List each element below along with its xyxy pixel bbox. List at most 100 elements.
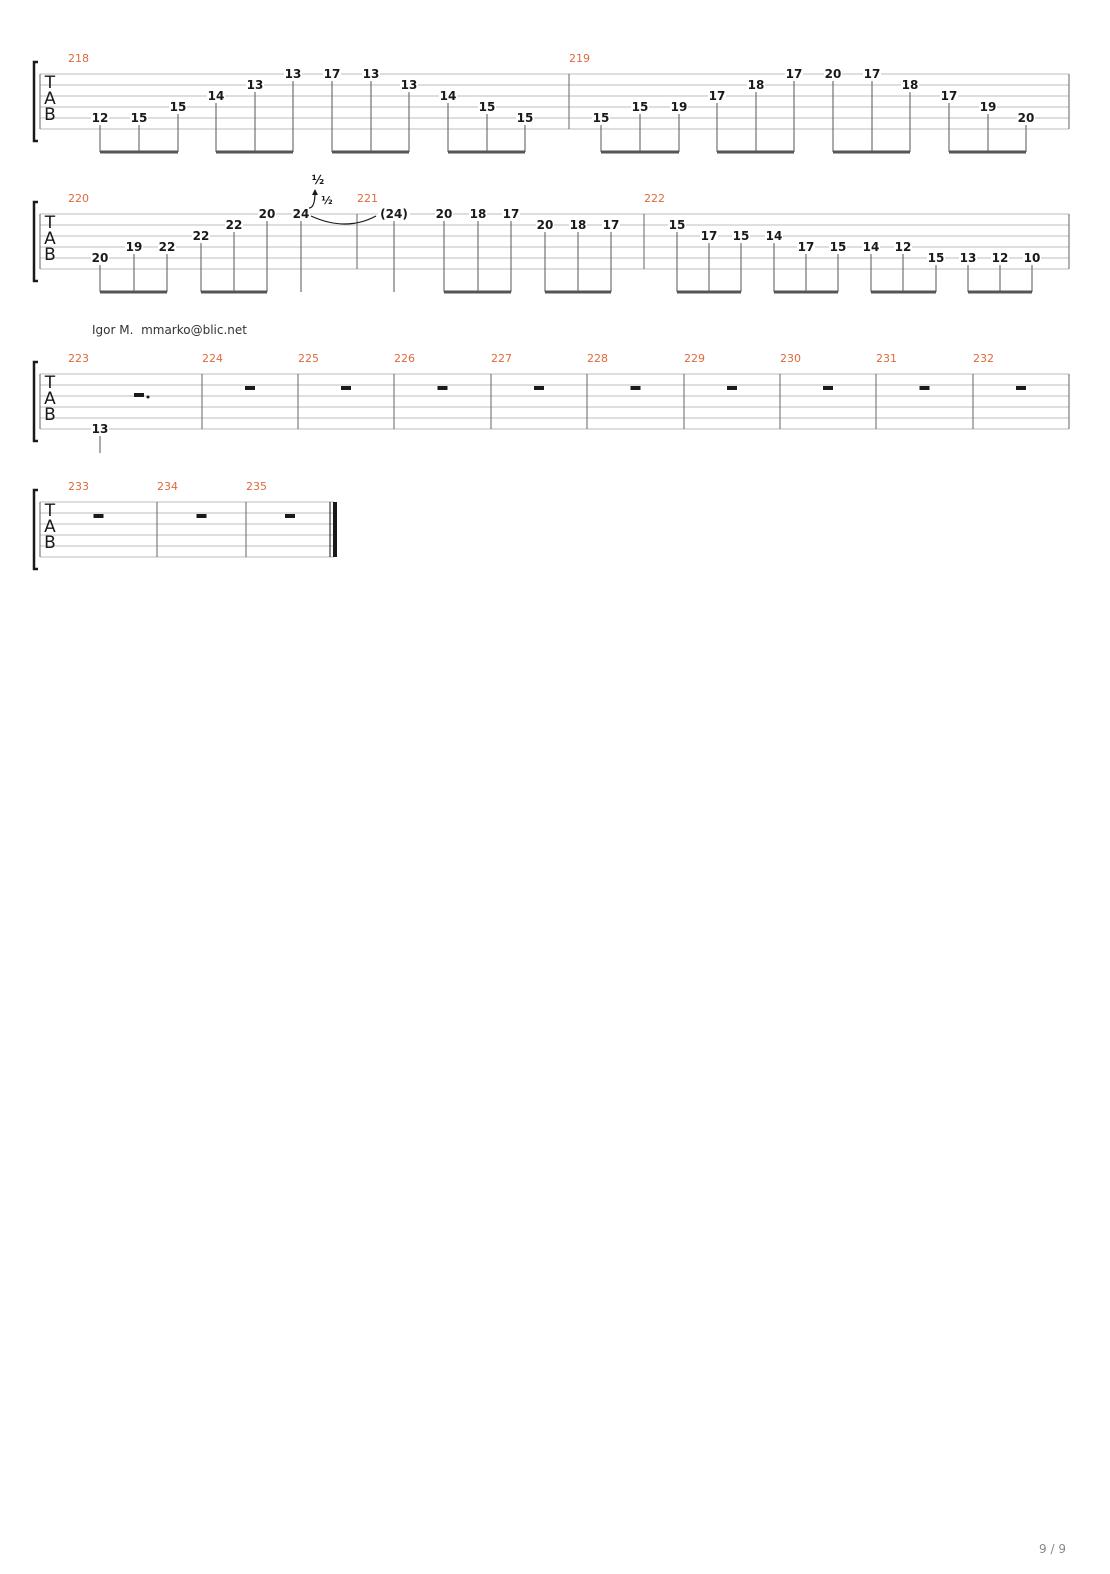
fret-background <box>631 101 649 113</box>
measure-number: 234 <box>157 480 178 493</box>
fret-background <box>169 101 187 113</box>
measure-number: 226 <box>394 352 415 365</box>
fret-background <box>130 112 148 124</box>
measure-number: 218 <box>68 52 89 65</box>
fret-background <box>258 208 276 220</box>
fret-number: 17 <box>709 89 726 103</box>
fret-background <box>1017 112 1035 124</box>
measure-number: 228 <box>587 352 608 365</box>
fret-background <box>732 230 750 242</box>
fret-background <box>747 79 765 91</box>
fret-background <box>708 90 726 102</box>
fret-background <box>362 68 380 80</box>
fret-background <box>700 230 718 242</box>
fret-number: 19 <box>126 240 143 254</box>
fret-number: 10 <box>1024 251 1041 265</box>
fret-number: 24 <box>293 207 310 221</box>
fret-background <box>979 101 997 113</box>
fret-number: 15 <box>593 111 610 125</box>
fret-number: 12 <box>895 240 912 254</box>
measure-number: 219 <box>569 52 590 65</box>
bend-arrowhead <box>312 189 318 195</box>
fret-background <box>940 90 958 102</box>
fret-background <box>670 101 688 113</box>
tab-clef-letter: B <box>44 405 56 425</box>
fret-background <box>439 90 457 102</box>
measure-number: 225 <box>298 352 319 365</box>
measure-number: 222 <box>644 192 665 205</box>
measure-number: 221 <box>357 192 378 205</box>
fret-number: 13 <box>285 67 302 81</box>
fret-number: 13 <box>960 251 977 265</box>
fret-background <box>91 252 109 264</box>
fret-number: 18 <box>470 207 487 221</box>
fret-background <box>927 252 945 264</box>
measure-number: 230 <box>780 352 801 365</box>
fret-number: 14 <box>863 240 880 254</box>
fret-background <box>592 112 610 124</box>
fret-background <box>323 68 341 80</box>
fret-background <box>192 230 210 242</box>
fret-number: 17 <box>324 67 341 81</box>
release-amount: ½ <box>321 194 332 207</box>
fret-background <box>797 241 815 253</box>
tab-clef-letter: A <box>44 389 56 409</box>
rest-dot <box>146 395 150 399</box>
fret-number: 15 <box>830 240 847 254</box>
whole-rest <box>196 514 207 518</box>
tab-clef-letter: B <box>44 533 56 553</box>
tab-clef-letter: A <box>44 229 56 249</box>
whole-rest <box>93 514 104 518</box>
fret-background <box>400 79 418 91</box>
fret-background <box>207 90 225 102</box>
measure-number: 223 <box>68 352 89 365</box>
fret-number: 13 <box>92 422 109 436</box>
fret-number: 22 <box>226 218 243 232</box>
fret-number: 13 <box>401 78 418 92</box>
fret-number: 17 <box>786 67 803 81</box>
fret-background <box>536 219 554 231</box>
fret-background <box>502 208 520 220</box>
fret-number: 20 <box>92 251 109 265</box>
fret-background <box>765 230 783 242</box>
fret-number: 15 <box>479 100 496 114</box>
fret-background <box>378 208 410 220</box>
measure-number: 224 <box>202 352 223 365</box>
fret-background <box>863 68 881 80</box>
page-number: 9 / 9 <box>1039 1542 1066 1556</box>
fret-background <box>91 423 109 435</box>
fret-number: 15 <box>131 111 148 125</box>
fret-background <box>829 241 847 253</box>
fret-number: 20 <box>825 67 842 81</box>
fret-number: 14 <box>440 89 457 103</box>
tab-clef-letter: B <box>44 105 56 125</box>
fret-background <box>246 79 264 91</box>
fret-number: 15 <box>517 111 534 125</box>
whole-rest <box>245 386 255 390</box>
whole-rest <box>630 386 641 390</box>
bend-amount: ½ <box>312 173 324 187</box>
fret-background <box>158 241 176 253</box>
measure-number: 220 <box>68 192 89 205</box>
fret-number: 15 <box>632 100 649 114</box>
fret-background <box>785 68 803 80</box>
fret-number: 15 <box>170 100 187 114</box>
fret-background <box>91 112 109 124</box>
fret-number: 22 <box>193 229 210 243</box>
fret-number: 17 <box>603 218 620 232</box>
fret-background <box>225 219 243 231</box>
fret-number: 12 <box>992 251 1009 265</box>
measure-number: 227 <box>491 352 512 365</box>
fret-number: 17 <box>503 207 520 221</box>
system-bracket <box>32 60 38 143</box>
fret-number: 20 <box>259 207 276 221</box>
measure-number: 229 <box>684 352 705 365</box>
fret-number: 20 <box>436 207 453 221</box>
fret-background <box>469 208 487 220</box>
fret-background <box>602 219 620 231</box>
fret-number: 18 <box>902 78 919 92</box>
fret-background <box>478 101 496 113</box>
fret-background <box>901 79 919 91</box>
